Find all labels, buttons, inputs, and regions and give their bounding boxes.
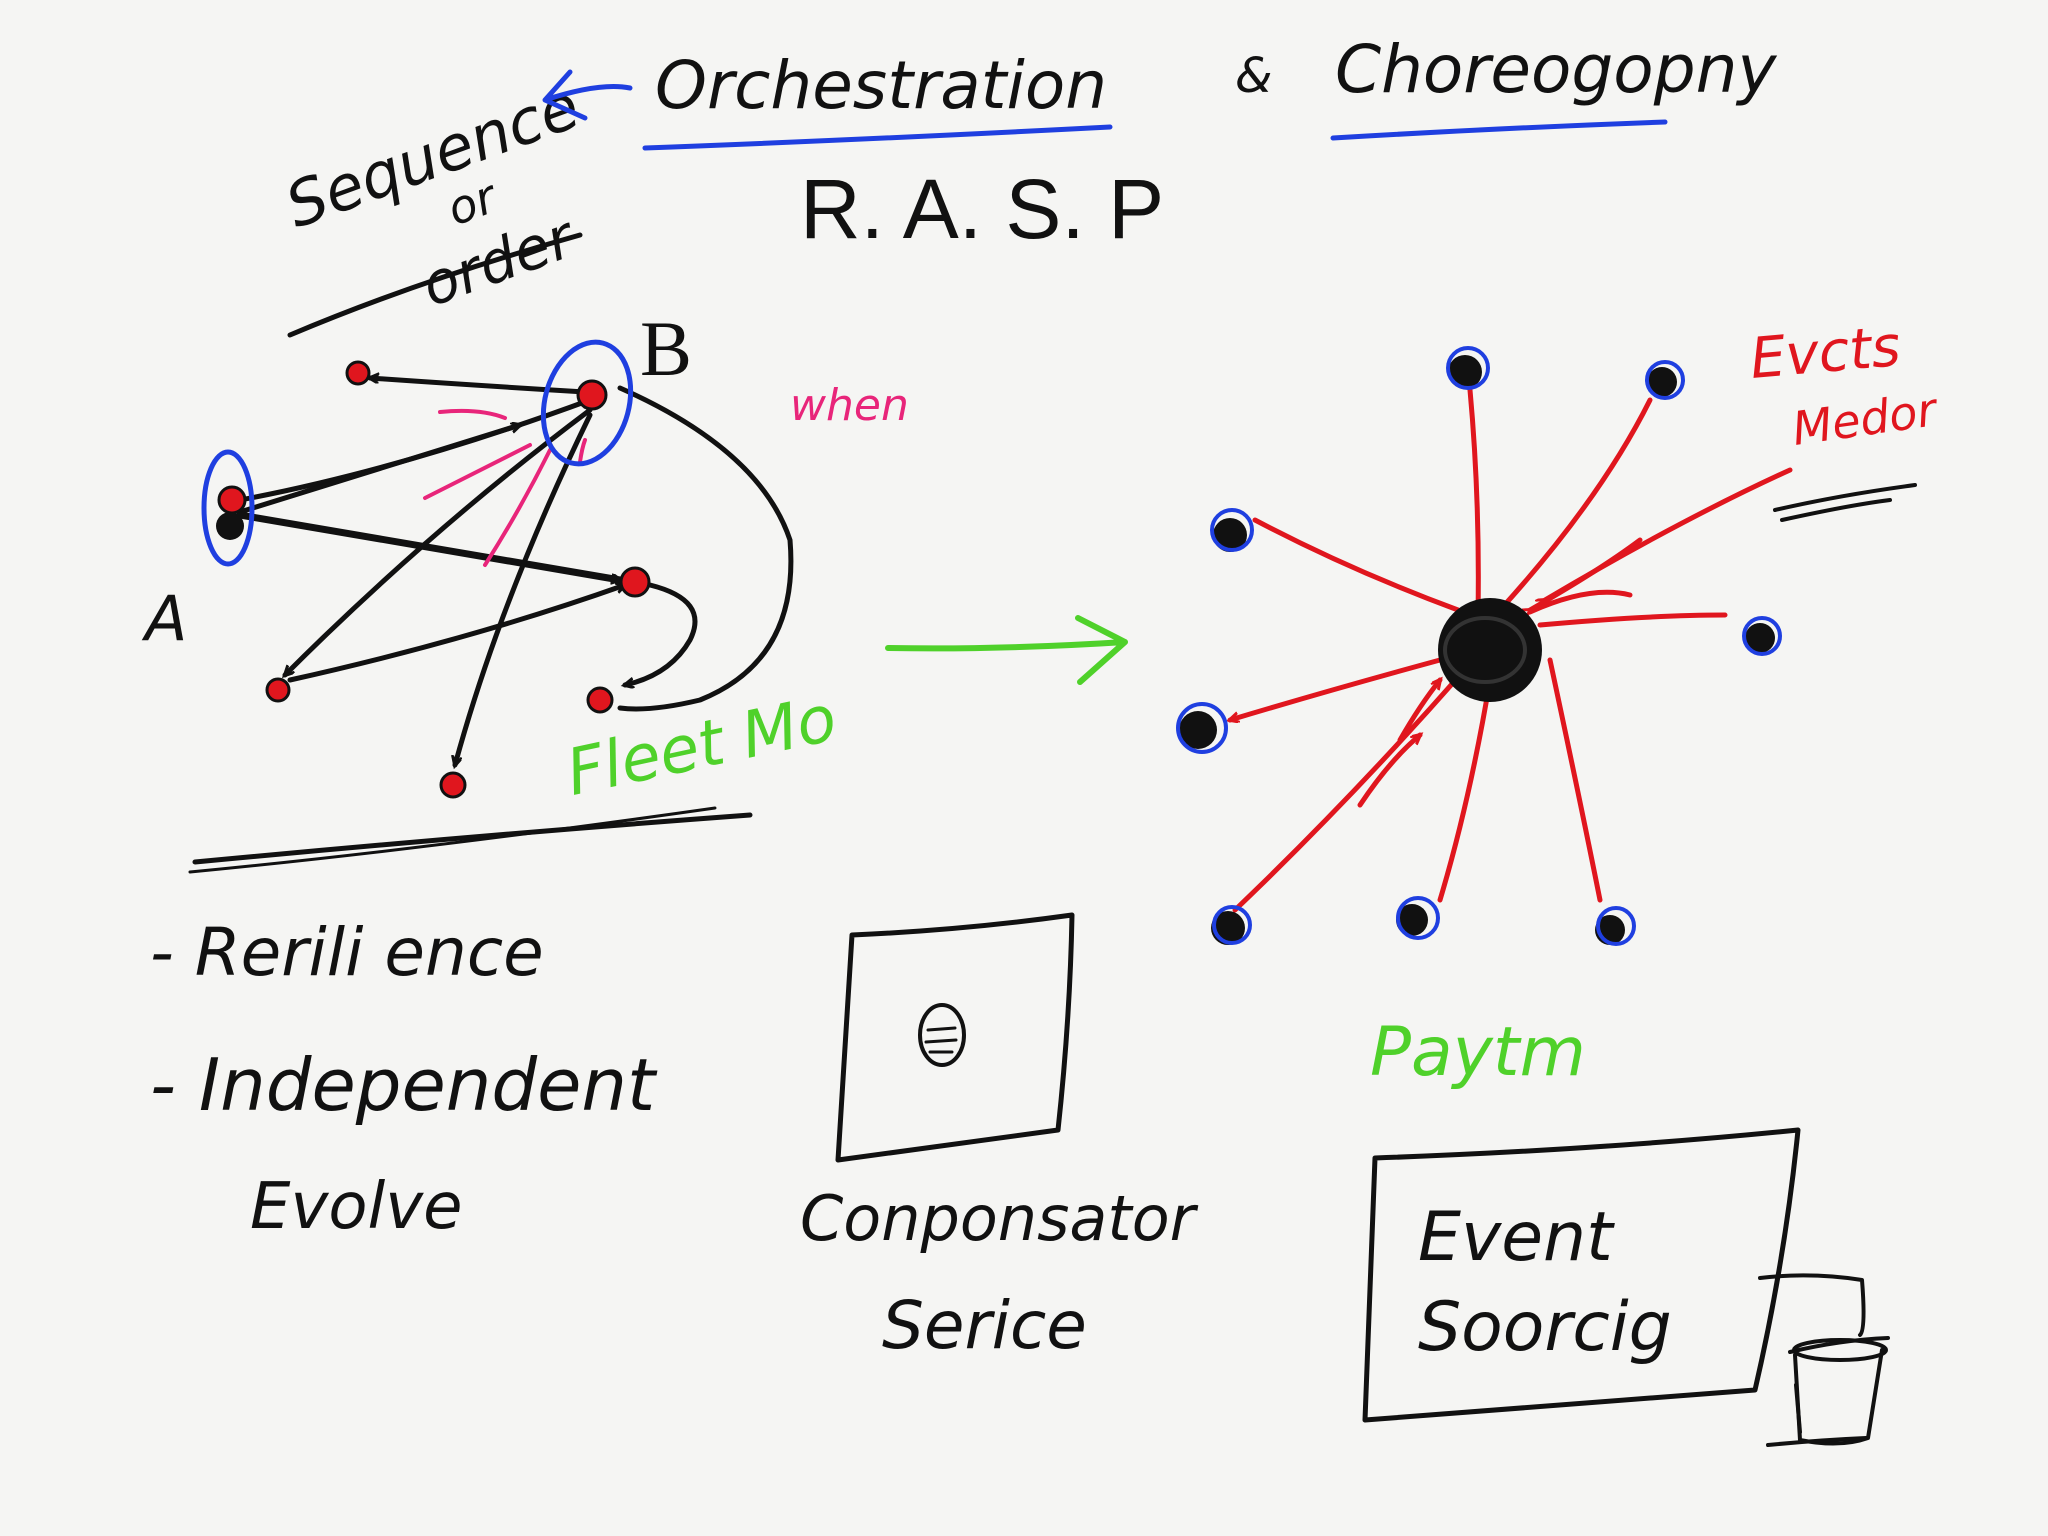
spoke-bottom-left — [1232, 672, 1463, 913]
pink-ray-1 — [438, 408, 507, 420]
left-graph-underline-2 — [188, 806, 717, 874]
benefit-evolve: Evolve — [250, 1170, 463, 1244]
spoke-inner-1 — [1530, 537, 1643, 610]
spoke-top-right — [1497, 397, 1653, 613]
database-icon — [1758, 1273, 1890, 1447]
edge-b-loop — [617, 385, 794, 712]
node-b — [576, 379, 608, 411]
left-graph-underline-1 — [192, 812, 753, 865]
event-sourcing-box — [1362, 1127, 1801, 1423]
spoke-top-left — [1467, 387, 1481, 618]
service-node-right — [1742, 616, 1782, 656]
service-node-left-upper — [1210, 508, 1254, 552]
node-bottom — [439, 771, 467, 799]
acronym-rasp: R. A. S. P — [800, 162, 1164, 256]
node-a-2 — [216, 512, 244, 540]
pink-ray-2 — [423, 443, 532, 500]
orchestration-graph: B A when — [141, 305, 909, 799]
paytm-example: Paytm — [1370, 1013, 1586, 1092]
title-choreography: Choreogopny — [1335, 31, 1777, 108]
pink-ray-3 — [483, 448, 552, 567]
node-mid — [619, 566, 651, 598]
compensator-label-line2: Serice — [882, 1287, 1087, 1364]
service-node-top-right — [1645, 360, 1685, 400]
event-sourcing-line2: Soorcig — [1418, 1288, 1672, 1367]
node-a-1 — [217, 485, 247, 515]
edge-a-to-mid-node — [236, 511, 620, 580]
events-note-line2: Medor — [1789, 382, 1942, 456]
event-sourcing-line1: Event — [1418, 1198, 1615, 1277]
benefit-resilience: - Rerili ence — [150, 914, 544, 991]
spoke-inbound-1 — [1357, 735, 1420, 808]
node-b-label: B — [640, 305, 692, 392]
node-lower-left — [265, 677, 291, 703]
compensator-box — [835, 912, 1075, 1163]
event-hub-sheen — [1443, 616, 1527, 684]
blue-left-arrow — [542, 69, 633, 121]
spoke-left-upper — [1252, 517, 1461, 613]
spoke-inbound-2 — [1397, 680, 1440, 743]
node-b-highlight — [540, 339, 634, 467]
sequence-underline — [287, 232, 583, 338]
orchestration-underline — [642, 124, 1113, 151]
benefit-independent: - Independent — [150, 1043, 658, 1127]
edge-b-to-bottom-node — [455, 412, 593, 765]
compensator-label-line1: Conponsator — [800, 1182, 1199, 1255]
service-node-bottom-left — [1211, 905, 1252, 945]
spoke-right — [1537, 612, 1728, 628]
pink-ray-4 — [578, 438, 587, 464]
edge-mid-to-lower-right — [625, 582, 698, 685]
spoke-inner-2 — [1527, 589, 1633, 615]
transition-arrow — [885, 615, 1128, 685]
service-node-bottom-mid — [1396, 896, 1440, 940]
node-top — [345, 360, 371, 386]
when-note: when — [790, 380, 909, 431]
spoke-bottom-mid — [1437, 677, 1493, 903]
edge-a-to-b-2 — [237, 425, 520, 515]
service-node-bottom-right — [1595, 906, 1636, 946]
edge-lower-left-to-mid — [287, 585, 625, 683]
spoke-bottom-right — [1547, 657, 1603, 903]
events-note-line1: Evcts — [1748, 314, 1904, 392]
service-node-left-lower — [1176, 702, 1228, 754]
service-node-top-left — [1446, 346, 1490, 390]
choreography-graph: Evcts Medor — [1176, 314, 1942, 946]
title-ampersand: & — [1235, 48, 1272, 104]
node-a-label: A — [141, 582, 187, 655]
node-lower-right — [586, 686, 614, 714]
events-underline — [1773, 483, 1917, 522]
compensator-glyph — [918, 1003, 966, 1067]
title-orchestration: Orchestration — [655, 47, 1107, 124]
spoke-left-lower — [1230, 657, 1443, 720]
edge-b-to-top-node — [370, 378, 588, 395]
choreography-underline — [1330, 119, 1668, 141]
node-a-highlight — [201, 449, 255, 567]
